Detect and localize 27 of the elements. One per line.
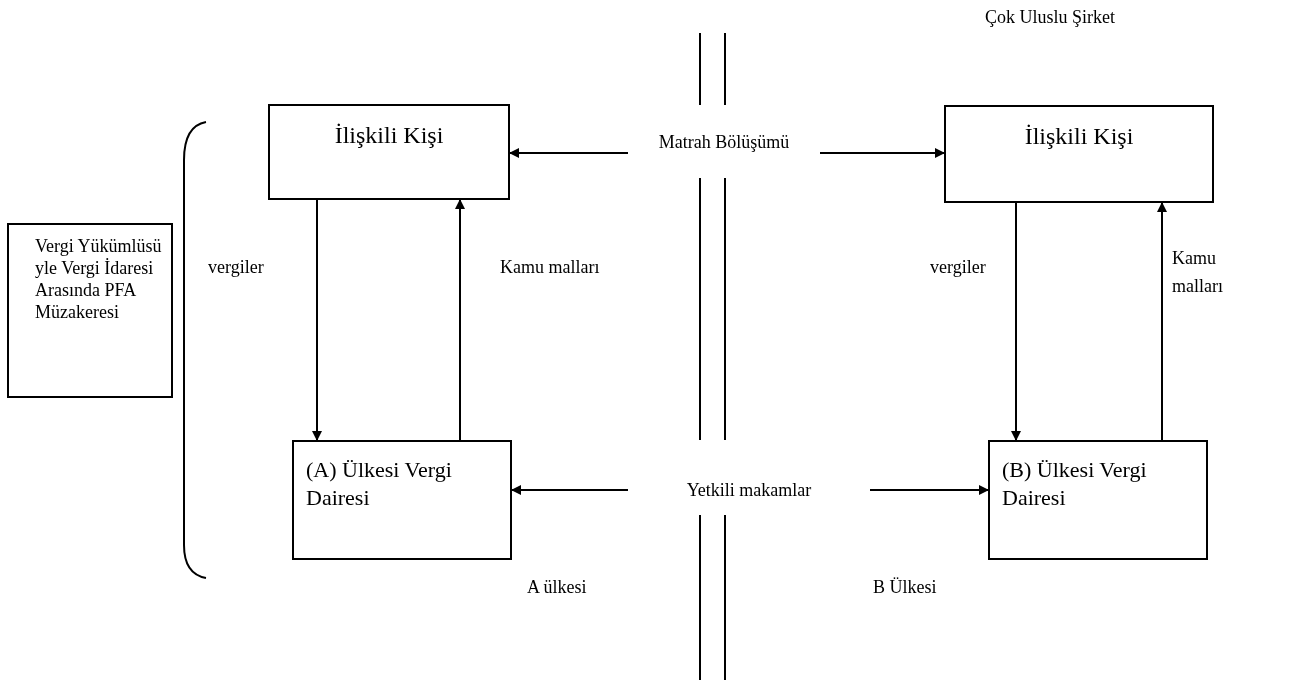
node-text: Vergi Yükümlüsü yle Vergi İdaresi Arasında PFA Müzakeresi — [35, 236, 162, 322]
entity-box — [944, 105, 1214, 203]
node-text: İlişkili Kişi — [334, 121, 444, 150]
region-label: B Ülkesi — [873, 576, 937, 599]
arrow — [1011, 202, 1021, 441]
region-label: Çok Uluslu Şirket — [985, 6, 1115, 29]
arrow — [1157, 202, 1167, 441]
node-text: (A) Ülkesi Vergi Dairesi — [306, 457, 452, 510]
entity-box — [268, 104, 510, 200]
office-box — [292, 440, 512, 560]
arrow — [869, 485, 989, 495]
arrow — [511, 485, 629, 495]
node-text: İlişkili Kişi — [1024, 122, 1134, 151]
arrow — [312, 199, 322, 441]
edge-label: Kamu malları — [1172, 247, 1224, 298]
edge-label: vergiler — [208, 256, 265, 279]
region-label: A ülkesi — [527, 576, 587, 599]
edge-label: vergiler — [930, 256, 987, 279]
arrow — [819, 148, 945, 158]
node-text: Yetkili makamlar — [686, 479, 812, 502]
arrow — [455, 199, 465, 441]
office-box — [988, 440, 1208, 560]
node-text: Matrah Bölüşümü — [658, 131, 790, 154]
arrow — [509, 148, 629, 158]
note-box — [7, 223, 173, 398]
node-text: (B) Ülkesi Vergi Dairesi — [1002, 457, 1147, 510]
edge-label: Kamu malları — [500, 256, 601, 279]
